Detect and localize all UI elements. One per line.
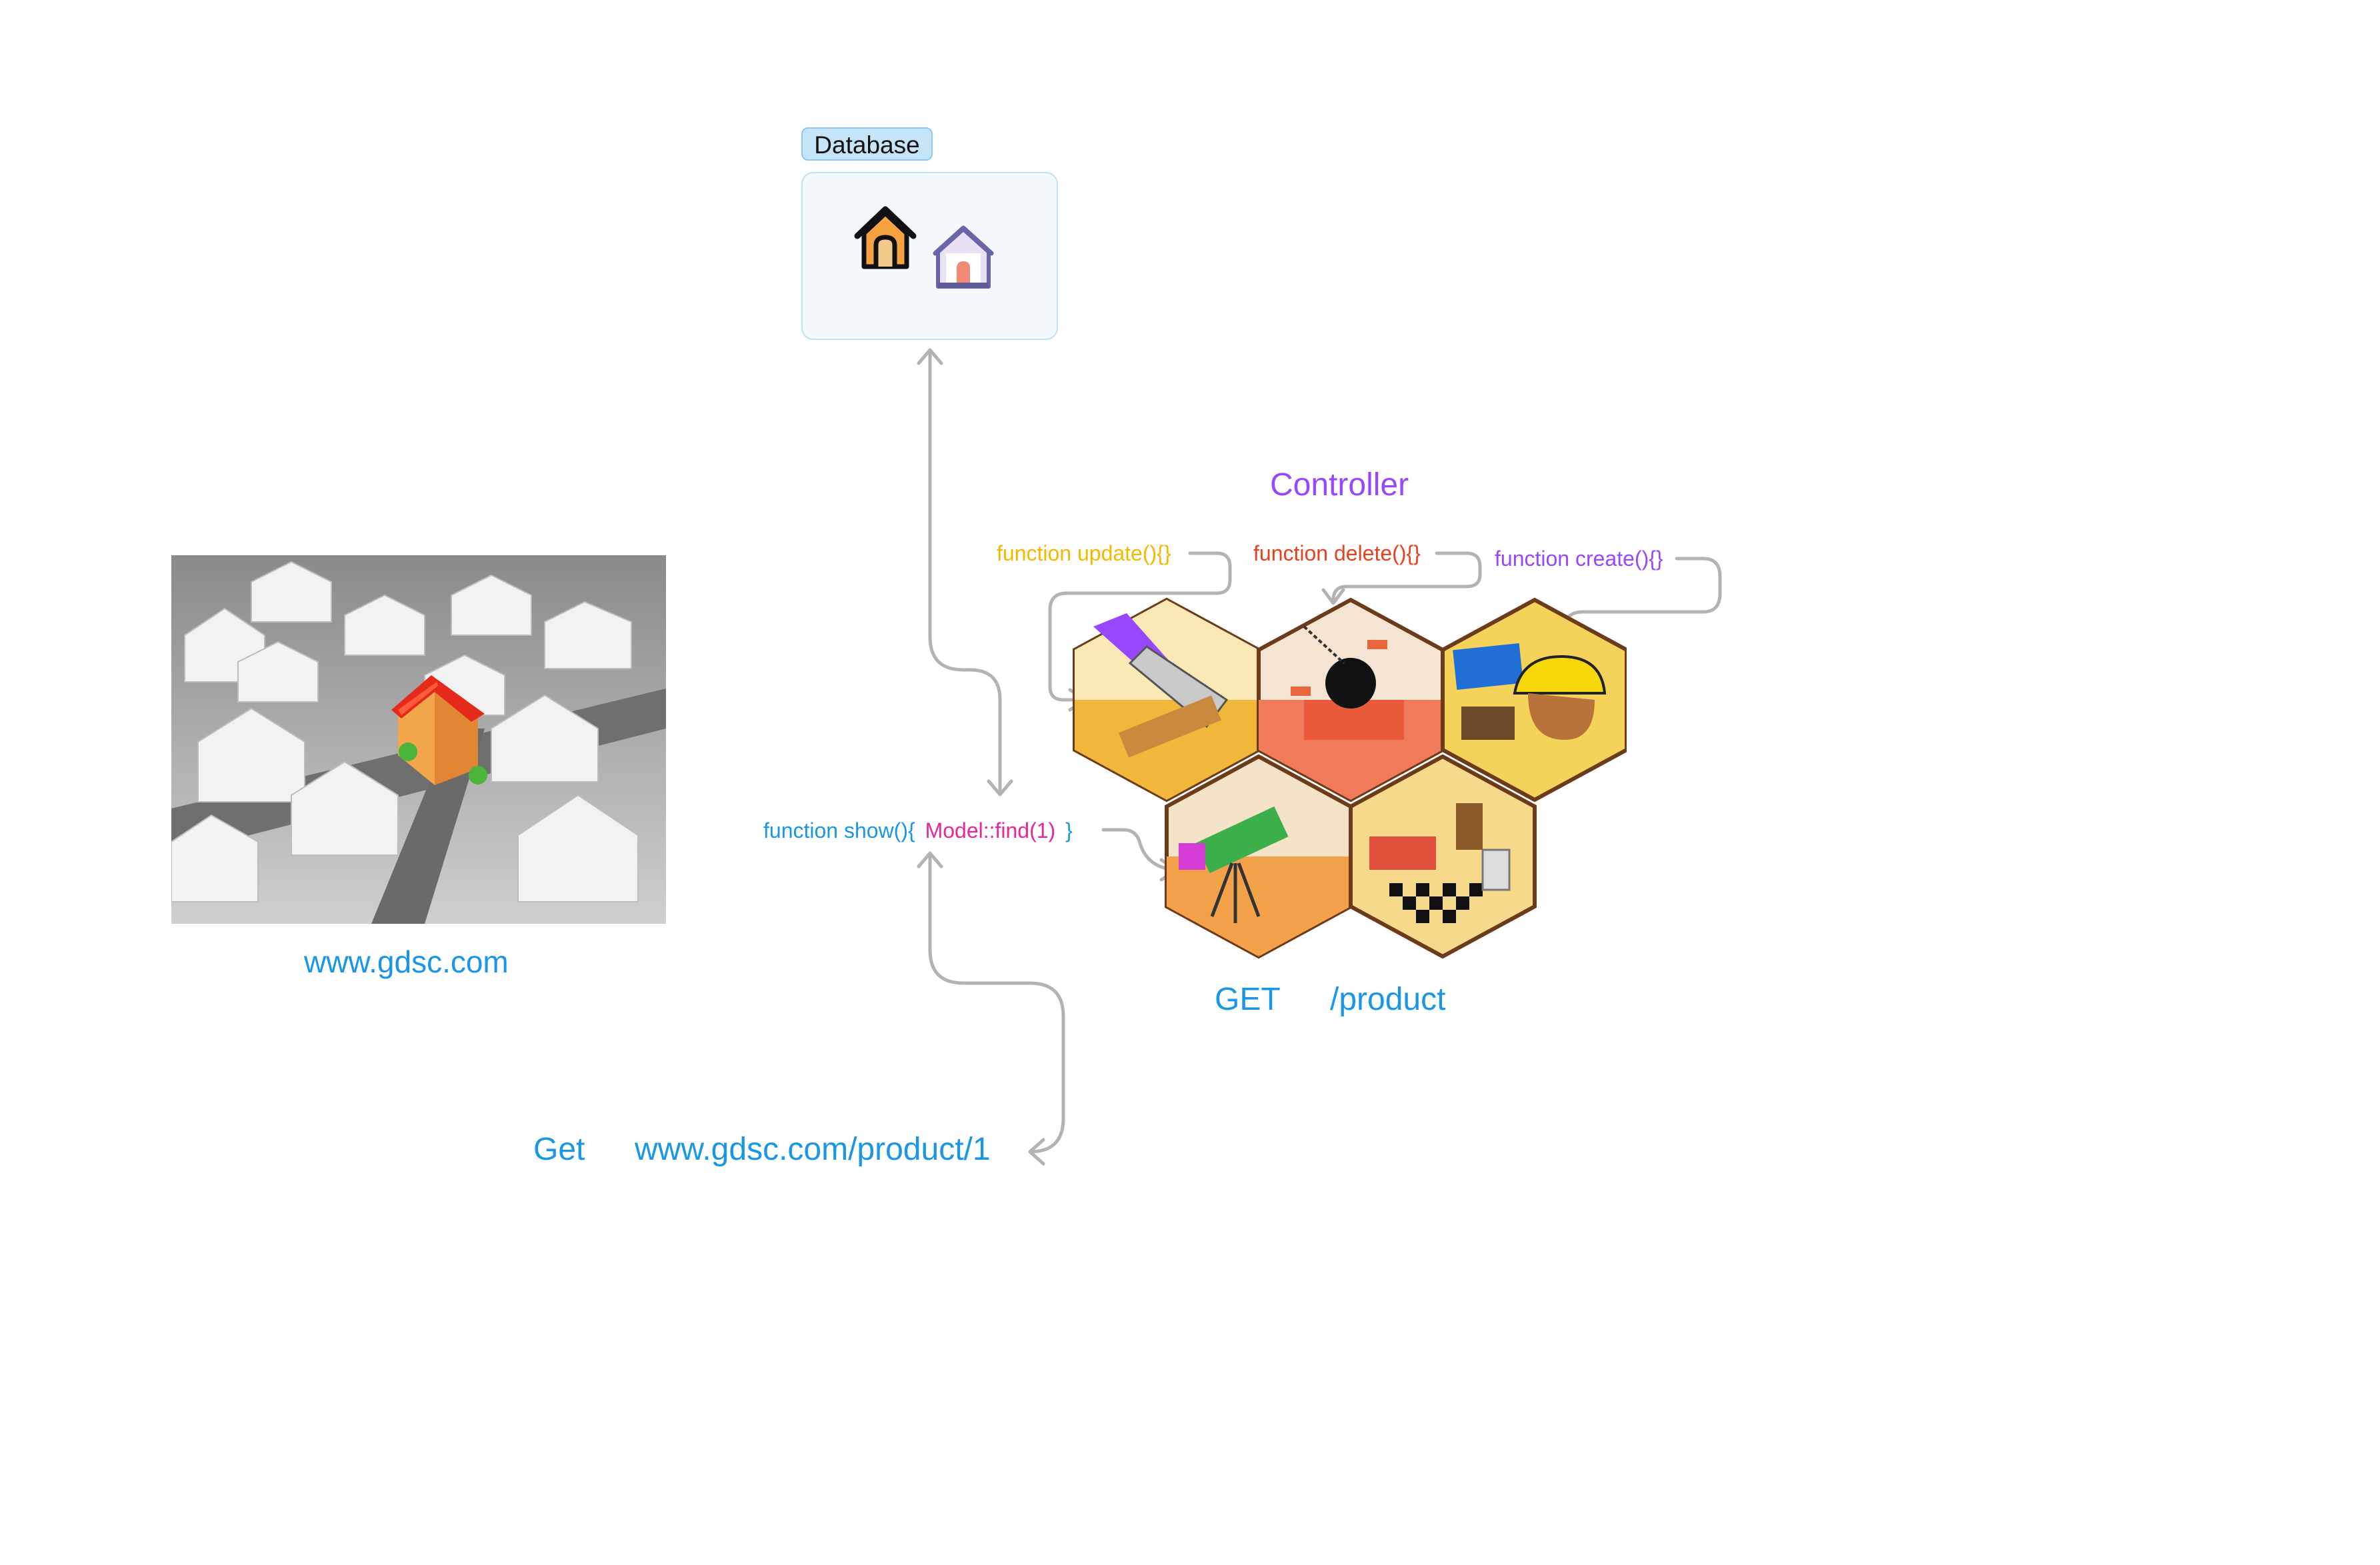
delete-connector [1331, 551, 1482, 602]
show-function-prefix: function show(){ [763, 818, 915, 842]
show-function-suffix: } [1065, 818, 1073, 842]
route-method: GET [1215, 982, 1281, 1017]
delete-arrowhead [1321, 588, 1345, 605]
hex-kitchen-room [1349, 754, 1537, 959]
hex-workshop-room [1073, 597, 1261, 802]
show-function: function show(){ Model::find(1) } [763, 818, 1073, 843]
database-box [801, 172, 1058, 340]
route-path: /product [1330, 982, 1446, 1017]
model-find-call: Model::find(1) [925, 818, 1056, 842]
db-arrowhead [917, 348, 943, 365]
hex-architect-room [1441, 597, 1627, 802]
request-show-connector [928, 854, 1065, 1154]
show-hex-connector [1101, 828, 1175, 872]
request-tail-arrowhead [1028, 1138, 1045, 1166]
function-update-label: function update(){} [997, 541, 1171, 565]
function-create-label: function create(){} [1495, 547, 1663, 571]
database-tag: Database [801, 127, 933, 161]
house-purple-icon [933, 225, 994, 289]
request-arrowhead [917, 851, 943, 868]
house-outline-icon [854, 206, 917, 269]
request-method: Get [533, 1132, 585, 1167]
hex-telescope-room [1165, 754, 1353, 959]
site-url-label: www.gdsc.com [304, 944, 509, 979]
city-houses-image [171, 555, 666, 924]
show-arrowhead [987, 779, 1013, 796]
update-connector [1048, 551, 1232, 702]
controller-hex-illustration [1073, 597, 1627, 959]
db-show-connector [928, 351, 1002, 795]
request-url: www.gdsc.com/product/1 [635, 1132, 991, 1167]
highlighted-house [391, 675, 485, 785]
function-delete-label: function delete(){} [1253, 541, 1421, 565]
controller-title: Controller [1270, 467, 1409, 503]
